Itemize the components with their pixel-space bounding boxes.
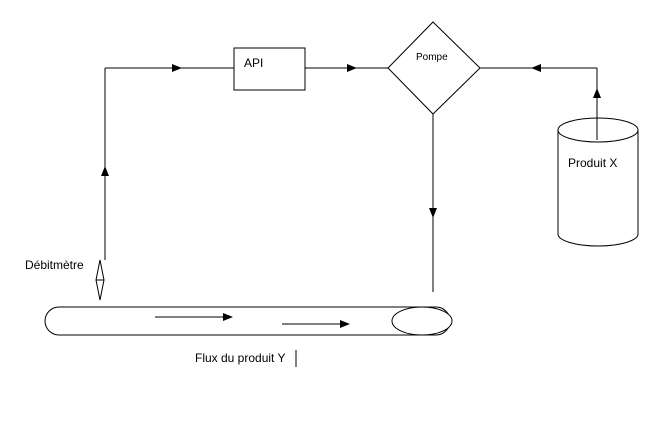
produit-x-node: Produit X xyxy=(557,117,639,247)
api-node: API xyxy=(233,47,306,91)
flux-label: Flux du produit Y xyxy=(195,351,286,365)
connectors xyxy=(104,67,598,292)
arrow-up-debitmetre xyxy=(101,166,109,176)
produit-x-label: Produit X xyxy=(568,156,617,170)
flux-pipe-body xyxy=(44,306,451,336)
pompe-node: Pompe xyxy=(387,21,481,115)
debitmetre-label: Débitmètre xyxy=(25,258,84,272)
api-label: API xyxy=(244,56,263,70)
pompe-label: Pompe xyxy=(416,52,448,63)
produit-x-cylinder-body xyxy=(557,130,639,247)
api-box xyxy=(233,47,306,91)
arrow-right-to-pompe xyxy=(347,64,357,72)
pompe-diamond xyxy=(387,21,481,115)
flux-pipe xyxy=(44,306,453,336)
debitmetre-node: Débitmètre xyxy=(25,258,105,301)
flux-arrowhead-2 xyxy=(340,320,350,328)
arrow-down-pompe xyxy=(429,208,437,218)
arrow-right-to-api xyxy=(172,64,182,72)
produit-x-cylinder-top xyxy=(557,117,639,143)
arrow-up-produitx xyxy=(593,88,601,98)
flux-label-group: Flux du produit Y xyxy=(195,350,297,367)
arrows xyxy=(101,64,601,218)
flux-pipe-end xyxy=(391,306,453,336)
arrow-left-to-pompe xyxy=(531,64,541,72)
flux-arrowhead-1 xyxy=(223,313,233,321)
